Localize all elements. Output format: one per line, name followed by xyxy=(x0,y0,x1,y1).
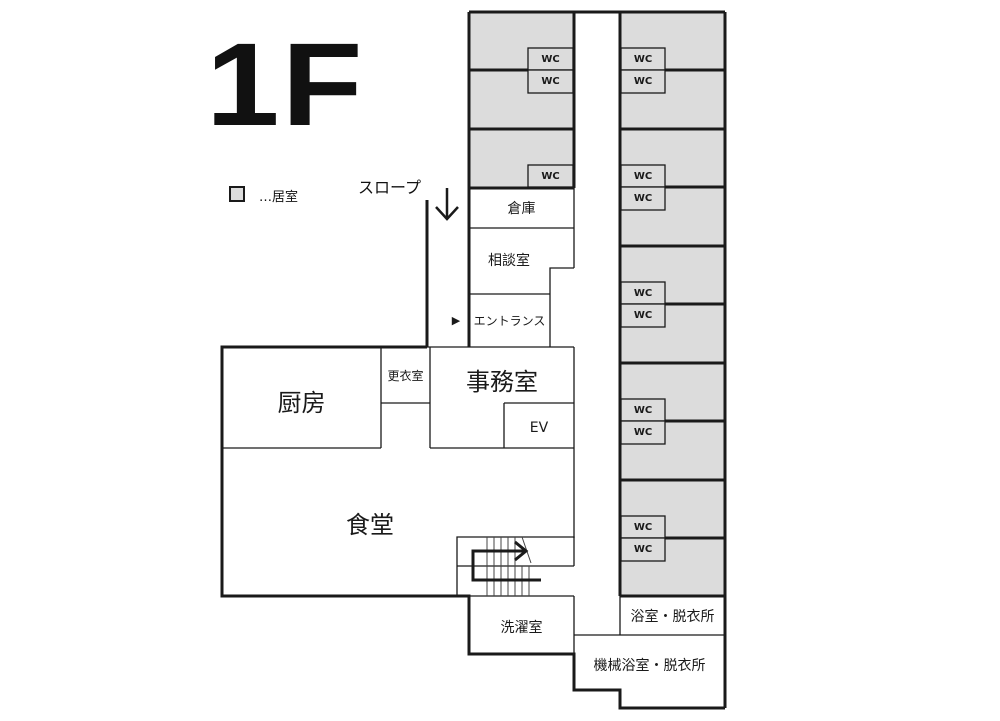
legend-swatch xyxy=(229,186,245,202)
stairs-arrow-icon xyxy=(471,540,541,582)
slope-label: スロープ xyxy=(358,178,422,197)
room-consultation: 相談室 xyxy=(488,253,530,269)
stair-treads xyxy=(486,536,532,596)
room-office: 事務室 xyxy=(466,367,538,396)
wc-label: WC xyxy=(541,53,560,65)
wc-label: WC xyxy=(633,404,653,416)
wc-label: WC xyxy=(541,170,560,182)
wc-label: WC xyxy=(633,521,653,533)
wc-label: WC xyxy=(633,76,653,87)
room-dining: 食堂 xyxy=(346,510,394,539)
room-bath: 浴室・脱衣所 xyxy=(630,609,715,625)
room-kitchen: 厨房 xyxy=(277,388,326,417)
wc-label: WC xyxy=(541,76,560,87)
room-entrance: エントランス xyxy=(473,313,546,328)
room-storage: 倉庫 xyxy=(507,201,536,217)
wc-label: WC xyxy=(633,53,653,65)
wc-label: WC xyxy=(633,427,653,438)
room-ev: EV xyxy=(529,420,549,436)
wc-label: WC xyxy=(633,544,653,555)
wc-label: WC xyxy=(633,287,653,299)
entrance-marker-icon: ▶ xyxy=(451,313,461,327)
wc-label: WC xyxy=(633,170,653,182)
wc-boxes xyxy=(527,47,666,562)
room-machine-bath: 機械浴室・脱衣所 xyxy=(593,658,706,674)
wc-label: WC xyxy=(633,193,653,204)
floor-title: 1F xyxy=(206,19,365,151)
room-locker: 更衣室 xyxy=(387,368,424,383)
room-laundry: 洗濯室 xyxy=(500,620,543,636)
wc-label: WC xyxy=(633,310,653,321)
legend-label: …居室 xyxy=(259,190,299,205)
down-arrow-icon xyxy=(435,188,459,221)
